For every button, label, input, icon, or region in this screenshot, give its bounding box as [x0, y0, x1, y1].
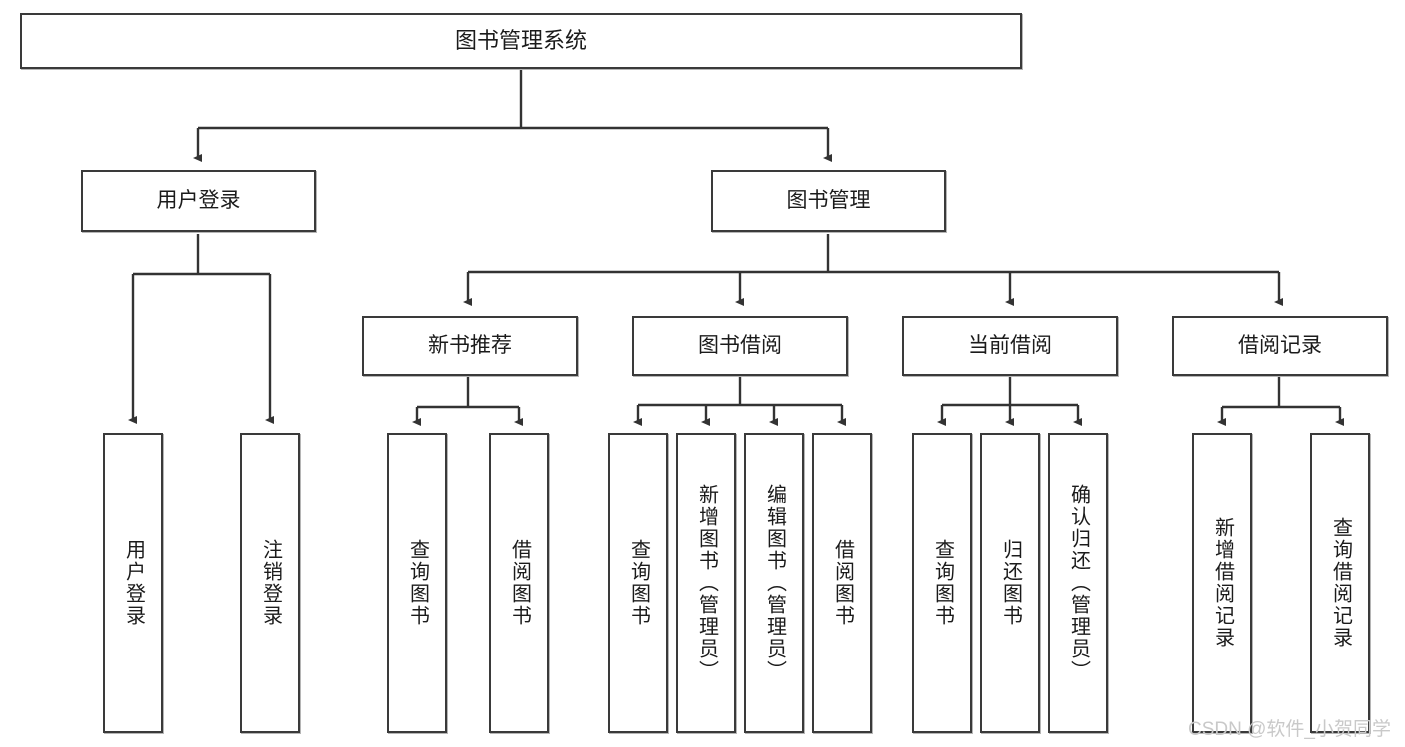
- node-borrow-record[interactable]: 借阅记录: [1172, 316, 1388, 376]
- leaf-add-borrow-record[interactable]: 新增借阅记录: [1192, 433, 1252, 733]
- node-label: 当前借阅: [968, 333, 1052, 357]
- node-label: 借阅记录: [1238, 333, 1322, 357]
- node-label: 查询图书: [931, 539, 954, 627]
- leaf-borrow-book[interactable]: 借阅图书: [812, 433, 872, 733]
- node-book-borrow[interactable]: 图书借阅: [632, 316, 848, 376]
- node-label: 新增借阅记录: [1211, 517, 1234, 649]
- leaf-edit-book-admin[interactable]: 编辑图书（管理员）: [744, 433, 804, 733]
- leaf-borrow-book-recommend[interactable]: 借阅图书: [489, 433, 549, 733]
- leaf-user-logout[interactable]: 注销登录: [240, 433, 300, 733]
- leaf-add-book-admin[interactable]: 新增图书（管理员）: [676, 433, 736, 733]
- leaf-query-book-borrow[interactable]: 查询图书: [608, 433, 668, 733]
- node-label: 归还图书: [999, 539, 1022, 627]
- node-label: 查询图书: [406, 539, 429, 627]
- node-new-book-recommend[interactable]: 新书推荐: [362, 316, 578, 376]
- leaf-confirm-return-admin[interactable]: 确认归还（管理员）: [1048, 433, 1108, 733]
- node-label: 注销登录: [259, 539, 282, 627]
- node-label: 图书管理系统: [454, 28, 587, 54]
- node-label: 借阅图书: [831, 539, 854, 627]
- leaf-query-borrow-record[interactable]: 查询借阅记录: [1310, 433, 1370, 733]
- leaf-query-book-current[interactable]: 查询图书: [912, 433, 972, 733]
- leaf-user-login[interactable]: 用户登录: [103, 433, 163, 733]
- node-current-borrow[interactable]: 当前借阅: [902, 316, 1118, 376]
- node-label: 查询借阅记录: [1329, 517, 1352, 649]
- node-label: 编辑图书（管理员）: [763, 484, 786, 682]
- leaf-query-book-recommend[interactable]: 查询图书: [387, 433, 447, 733]
- node-root-system[interactable]: 图书管理系统: [20, 13, 1022, 69]
- watermark: CSDN @软件_小贺同学: [1188, 719, 1391, 740]
- node-label: 查询图书: [627, 539, 650, 627]
- node-label: 图书管理: [786, 188, 871, 212]
- node-label: 用户登录: [156, 188, 241, 212]
- node-label: 新书推荐: [428, 333, 512, 357]
- node-user-login[interactable]: 用户登录: [81, 170, 316, 232]
- node-label: 借阅图书: [508, 539, 531, 627]
- node-label: 图书借阅: [698, 333, 782, 357]
- leaf-return-book[interactable]: 归还图书: [980, 433, 1040, 733]
- node-label: 用户登录: [122, 539, 145, 627]
- node-label: 确认归还（管理员）: [1067, 484, 1090, 682]
- node-label: 新增图书（管理员）: [695, 484, 718, 682]
- node-book-management[interactable]: 图书管理: [711, 170, 946, 232]
